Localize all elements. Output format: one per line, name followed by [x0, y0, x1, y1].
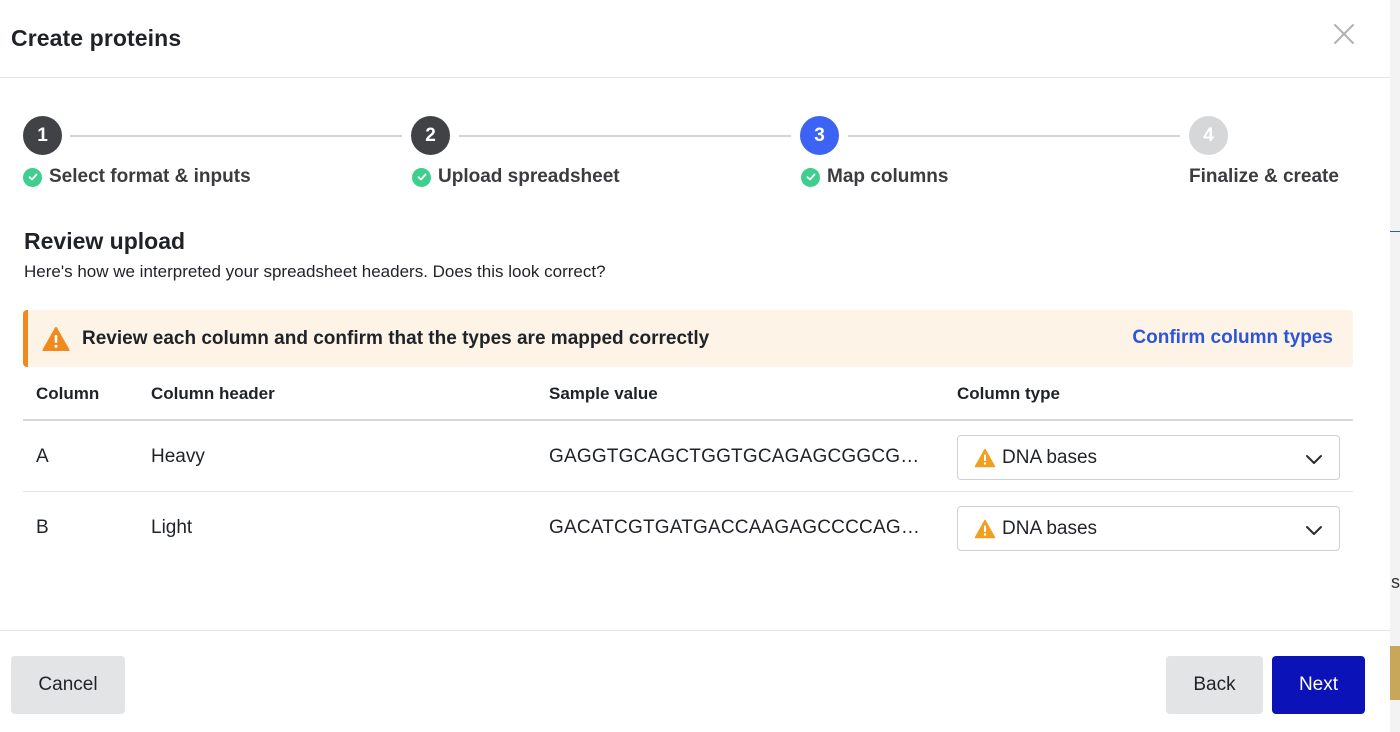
review-alert: Review each column and confirm that the …	[23, 310, 1353, 367]
cell-column: A	[36, 446, 49, 467]
table-row: B Light GACATCGTGATGACCAAGAGCCCCAGC... D…	[23, 492, 1353, 563]
step-1-circle: 1	[23, 116, 62, 155]
column-type-select[interactable]: DNA bases	[957, 506, 1340, 551]
step-2-text: Upload spreadsheet	[438, 166, 620, 187]
background-block	[1390, 646, 1400, 700]
step-4-label: Finalize & create	[1189, 166, 1339, 188]
warning-icon	[974, 519, 996, 538]
th-column-header: Column header	[151, 384, 275, 403]
step-1-label: Select format & inputs	[23, 166, 251, 188]
modal-header: Create proteins	[0, 0, 1390, 78]
table-row: A Heavy GAGGTGCAGCTGGTGCAGAGCGGCGC... DN…	[23, 421, 1353, 492]
step-2-label: Upload spreadsheet	[412, 166, 620, 188]
step-connector-3	[848, 135, 1180, 137]
select-value: DNA bases	[1002, 517, 1098, 539]
step-4-text: Finalize & create	[1189, 166, 1339, 187]
step-connector-2	[459, 135, 791, 137]
confirm-column-types-link[interactable]: Confirm column types	[1132, 327, 1333, 348]
review-subtitle: Here's how we interpreted your spreadshe…	[24, 262, 606, 281]
background-text: s	[1391, 572, 1400, 592]
cancel-button[interactable]: Cancel	[11, 656, 125, 714]
select-value: DNA bases	[1002, 446, 1098, 468]
th-sample-value: Sample value	[549, 384, 658, 403]
check-icon	[801, 167, 820, 187]
review-title: Review upload	[24, 228, 186, 254]
step-2-circle: 2	[411, 116, 450, 155]
cell-column: B	[36, 517, 49, 538]
close-button[interactable]	[1332, 22, 1356, 46]
step-3-circle: 3	[800, 116, 839, 155]
table-header: Column Column header Sample value Column…	[23, 368, 1353, 421]
step-4-circle: 4	[1189, 116, 1228, 155]
background-divider	[1390, 231, 1400, 232]
background-app-peek: s	[1390, 0, 1400, 732]
next-button[interactable]: Next	[1272, 656, 1365, 714]
modal-title: Create proteins	[11, 25, 182, 51]
cell-header: Heavy	[151, 446, 205, 467]
modal-footer: Cancel Back Next	[0, 630, 1390, 732]
warning-icon	[974, 448, 996, 467]
step-3-label: Map columns	[801, 166, 948, 188]
th-column-type: Column type	[957, 384, 1060, 403]
column-mapping-table: Column Column header Sample value Column…	[23, 368, 1353, 563]
step-connector-1	[70, 135, 402, 137]
step-1-text: Select format & inputs	[49, 166, 251, 187]
cell-header: Light	[151, 517, 193, 538]
warning-icon	[42, 326, 70, 351]
check-icon	[23, 167, 42, 187]
cell-sample: GACATCGTGATGACCAAGAGCCCCAGC...	[549, 517, 929, 538]
alert-message: Review each column and confirm that the …	[82, 327, 710, 349]
chevron-down-icon	[1306, 526, 1322, 535]
close-icon	[1334, 24, 1354, 44]
back-button[interactable]: Back	[1166, 656, 1263, 714]
chevron-down-icon	[1306, 455, 1322, 464]
column-type-select[interactable]: DNA bases	[957, 435, 1340, 480]
th-column: Column	[36, 384, 100, 403]
step-3-text: Map columns	[827, 166, 949, 187]
check-icon	[412, 167, 431, 187]
cell-sample: GAGGTGCAGCTGGTGCAGAGCGGCGC...	[549, 446, 929, 467]
stepper: 1 Select format & inputs 2 Upload spread…	[0, 116, 1390, 196]
